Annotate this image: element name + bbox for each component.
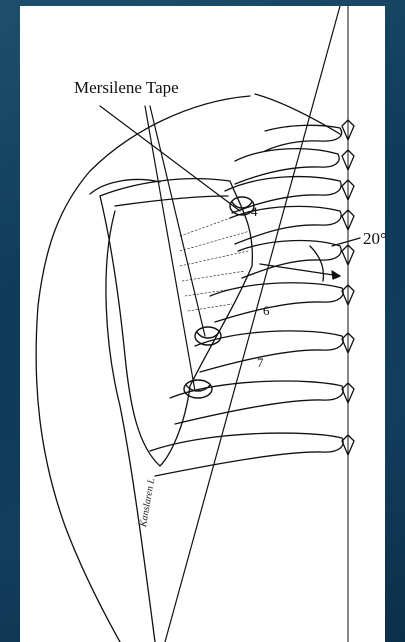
angle-arrow	[260, 264, 340, 276]
rib-8	[170, 381, 343, 424]
arm-inner-outline	[106, 211, 155, 642]
rib-label-7: 7	[257, 355, 264, 371]
neck-outline	[255, 94, 340, 134]
rib-7	[195, 331, 343, 372]
rib-5	[238, 241, 341, 278]
long-axis-line	[165, 6, 340, 642]
hatching	[180, 211, 250, 311]
tape-line-2	[150, 106, 205, 336]
angle-pointer	[332, 238, 360, 246]
mersilene-tape-label: Mersilene Tape	[74, 78, 179, 98]
rib-9	[150, 433, 343, 476]
acromion	[90, 179, 160, 194]
arrowhead	[332, 271, 340, 279]
rib-label-6: 6	[263, 303, 270, 319]
anatomical-drawing	[20, 6, 385, 642]
angle-label: 20°	[363, 229, 387, 249]
tape-line-3	[145, 106, 195, 391]
rib-6	[210, 283, 343, 322]
rib-label-4: 4	[251, 204, 258, 220]
rib-4	[230, 206, 341, 244]
shoulder-outline	[36, 96, 250, 642]
tape-line-1	[100, 106, 240, 211]
illustration-panel: Mersilene Tape 20° 4 6 7 Kanslaren L	[20, 6, 385, 642]
angle-arc	[310, 246, 323, 281]
